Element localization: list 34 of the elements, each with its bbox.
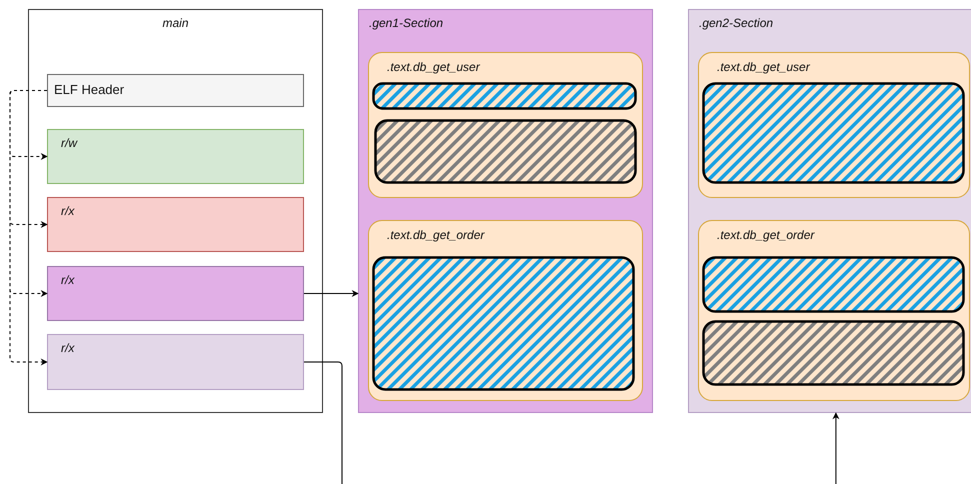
segment-panel (28, 9, 323, 413)
function-name: .text.db_get_user (717, 60, 810, 74)
permission-label: r/x (61, 341, 74, 355)
function-box (368, 220, 643, 401)
box-label: ELF Header (54, 82, 124, 97)
function-name: .text.db_get_order (717, 228, 814, 242)
function-box (698, 52, 970, 198)
connector-line (304, 362, 342, 484)
section-title: .gen2-Section (699, 16, 774, 30)
hatched-block (374, 119, 637, 184)
permission-label: r/x (61, 273, 74, 287)
hatched-block (702, 256, 965, 313)
arrow (10, 90, 48, 366)
function-box (698, 220, 970, 401)
segment-box (47, 334, 304, 390)
section-title: .gen1-Section (369, 16, 444, 30)
function-name: .text.db_get_user (387, 60, 480, 74)
hatched-block (372, 82, 637, 110)
hatched-block (702, 320, 965, 386)
segment-box (47, 266, 304, 321)
permission-label: r/w (61, 136, 77, 150)
hatched-block (702, 82, 965, 184)
section-panel (688, 9, 971, 413)
header-box (47, 74, 304, 107)
function-name: .text.db_get_order (387, 228, 484, 242)
segment-box (47, 129, 304, 184)
arrow (832, 412, 840, 484)
segment-box (47, 197, 304, 252)
function-box (368, 52, 643, 198)
arrow (304, 290, 359, 297)
panel-title: main (161, 16, 190, 30)
permission-label: r/x (61, 204, 74, 218)
section-panel (358, 9, 653, 413)
hatched-block (372, 256, 635, 391)
